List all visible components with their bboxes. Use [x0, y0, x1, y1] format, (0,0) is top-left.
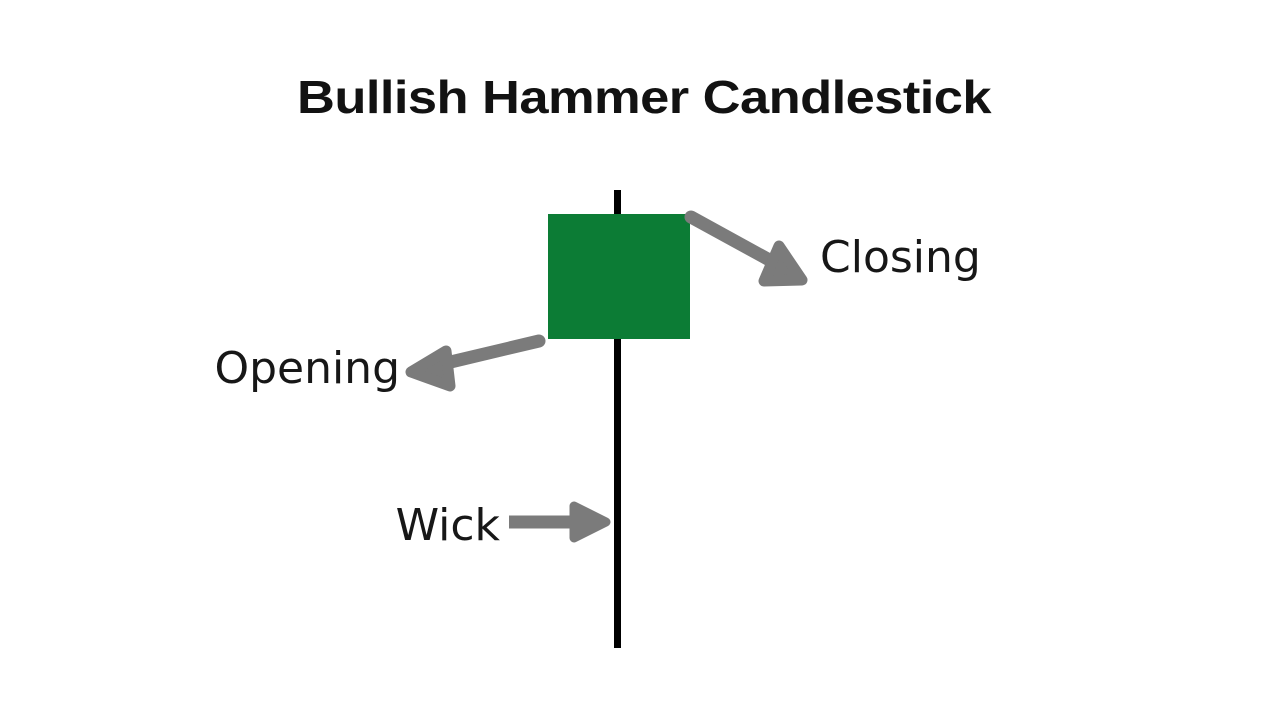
candle-body-bullish	[548, 214, 690, 339]
page-title: Bullish Hammer Candlestick	[297, 71, 992, 123]
annotation-wick: Wick	[396, 500, 611, 551]
label-opening: Opening	[214, 343, 400, 394]
annotation-closing: Closing	[684, 210, 981, 287]
candlestick-figure	[548, 190, 690, 648]
candle-wick-line	[614, 190, 621, 648]
wick-arrowhead-icon	[569, 501, 611, 543]
closing-arrowhead-icon	[758, 240, 808, 287]
label-wick: Wick	[396, 500, 501, 551]
label-closing: Closing	[820, 232, 981, 283]
annotation-opening: Opening	[214, 334, 546, 394]
opening-arrowhead-icon	[405, 345, 456, 392]
opening-arrow-shaft	[431, 334, 546, 372]
